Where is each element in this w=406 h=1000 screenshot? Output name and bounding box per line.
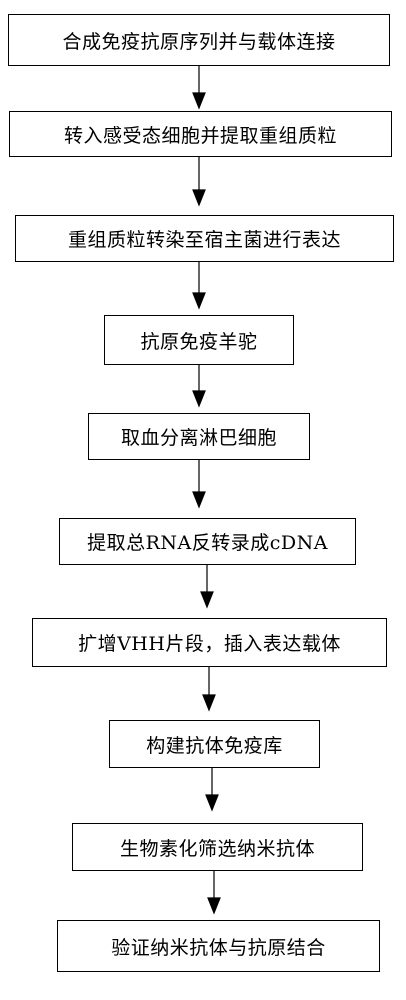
arrow-9-to-10 xyxy=(207,871,221,915)
step-1-synthesize-antigen: 合成免疫抗原序列并与载体连接 xyxy=(8,14,390,66)
step-10-verify-binding: 验证纳米抗体与抗原结合 xyxy=(57,920,380,972)
step-3-transfect-host: 重组质粒转染至宿主菌进行表达 xyxy=(15,215,394,262)
step-5-isolate-lymphocytes: 取血分离淋巴细胞 xyxy=(88,413,310,460)
step-2-transform-competent-cells: 转入感受态细胞并提取重组质粒 xyxy=(9,111,392,157)
arrow-3-to-4 xyxy=(192,262,206,310)
arrow-5-to-6 xyxy=(192,460,206,509)
step-8-build-library: 构建抗体免疫库 xyxy=(109,720,320,768)
arrow-6-to-7 xyxy=(200,565,214,609)
step-4-immunize-alpaca: 抗原免疫羊驼 xyxy=(104,315,294,365)
arrow-8-to-9 xyxy=(205,768,219,812)
step-6-reverse-transcription: 提取总RNA反转录成cDNA xyxy=(59,518,356,565)
arrow-4-to-5 xyxy=(192,365,206,408)
arrow-7-to-8 xyxy=(202,667,216,712)
arrow-1-to-2 xyxy=(192,66,206,110)
arrow-2-to-3 xyxy=(192,157,206,207)
step-9-biotin-screening: 生物素化筛选纳米抗体 xyxy=(72,823,363,871)
step-7-amplify-vhh: 扩增VHH片段，插入表达载体 xyxy=(32,618,387,667)
